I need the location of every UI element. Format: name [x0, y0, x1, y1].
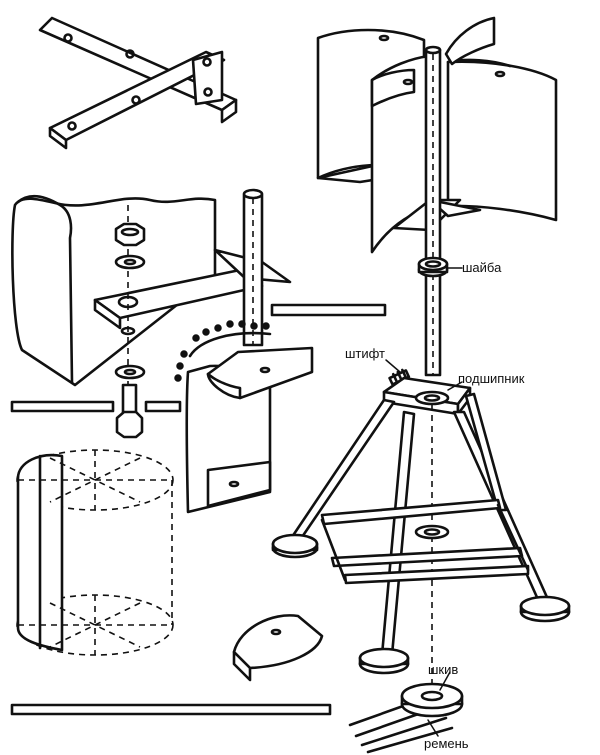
cylinder-cutting-layout — [16, 449, 174, 656]
rotor-assembly — [316, 16, 558, 377]
pulley-and-belt — [348, 682, 464, 754]
support-stand — [271, 376, 571, 690]
half-disc-plate — [232, 614, 324, 682]
label-pulley: шкив — [428, 662, 458, 677]
shaft-section — [242, 188, 264, 347]
flat-strips — [10, 303, 387, 716]
label-bearing: подшипник — [458, 371, 525, 386]
label-belt: ремень — [424, 736, 469, 751]
cross-bracket — [38, 16, 238, 150]
label-washer: шайба — [462, 260, 502, 275]
label-pin: штифт — [345, 346, 385, 361]
rivet-row — [174, 320, 270, 382]
leader-lines — [385, 267, 463, 737]
blade-with-rivets — [174, 320, 314, 514]
